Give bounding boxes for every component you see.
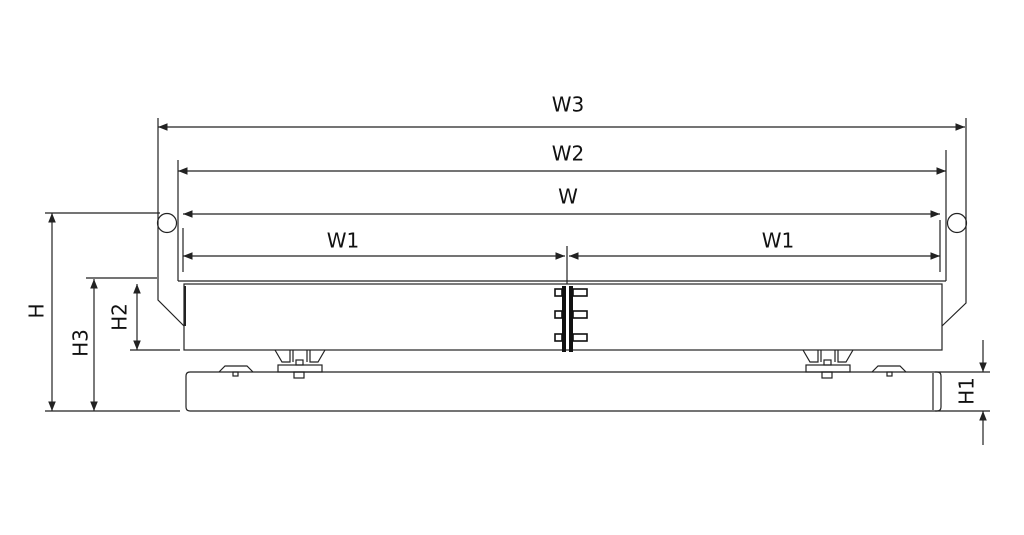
handle-right	[946, 212, 968, 234]
label-w3: W3	[552, 93, 585, 117]
dim-h: H	[25, 212, 180, 412]
dim-w1: W1 W1	[183, 229, 940, 284]
label-w: W	[558, 185, 578, 209]
base-beam	[185, 365, 942, 412]
label-h3: H3	[69, 329, 93, 357]
lifting-frame	[156, 212, 968, 327]
dim-w2: W2	[177, 142, 947, 281]
dim-w: W	[182, 185, 941, 272]
center-joint-bolts	[554, 286, 588, 352]
dim-w3: W3	[157, 93, 967, 215]
bump-right	[871, 365, 907, 373]
dim-h3: H3	[69, 277, 157, 411]
foot-left	[274, 349, 326, 379]
label-w1-left: W1	[327, 229, 360, 253]
foot-right	[802, 349, 854, 379]
bump-left	[218, 365, 254, 373]
label-h2: H2	[108, 303, 132, 331]
label-h1: H1	[955, 377, 979, 405]
handle-left	[156, 212, 178, 234]
label-w1-right: W1	[762, 229, 795, 253]
dim-h2: H2	[108, 284, 180, 351]
label-h: H	[25, 303, 49, 318]
label-w2: W2	[552, 142, 585, 166]
dim-h1: H1	[935, 340, 990, 445]
